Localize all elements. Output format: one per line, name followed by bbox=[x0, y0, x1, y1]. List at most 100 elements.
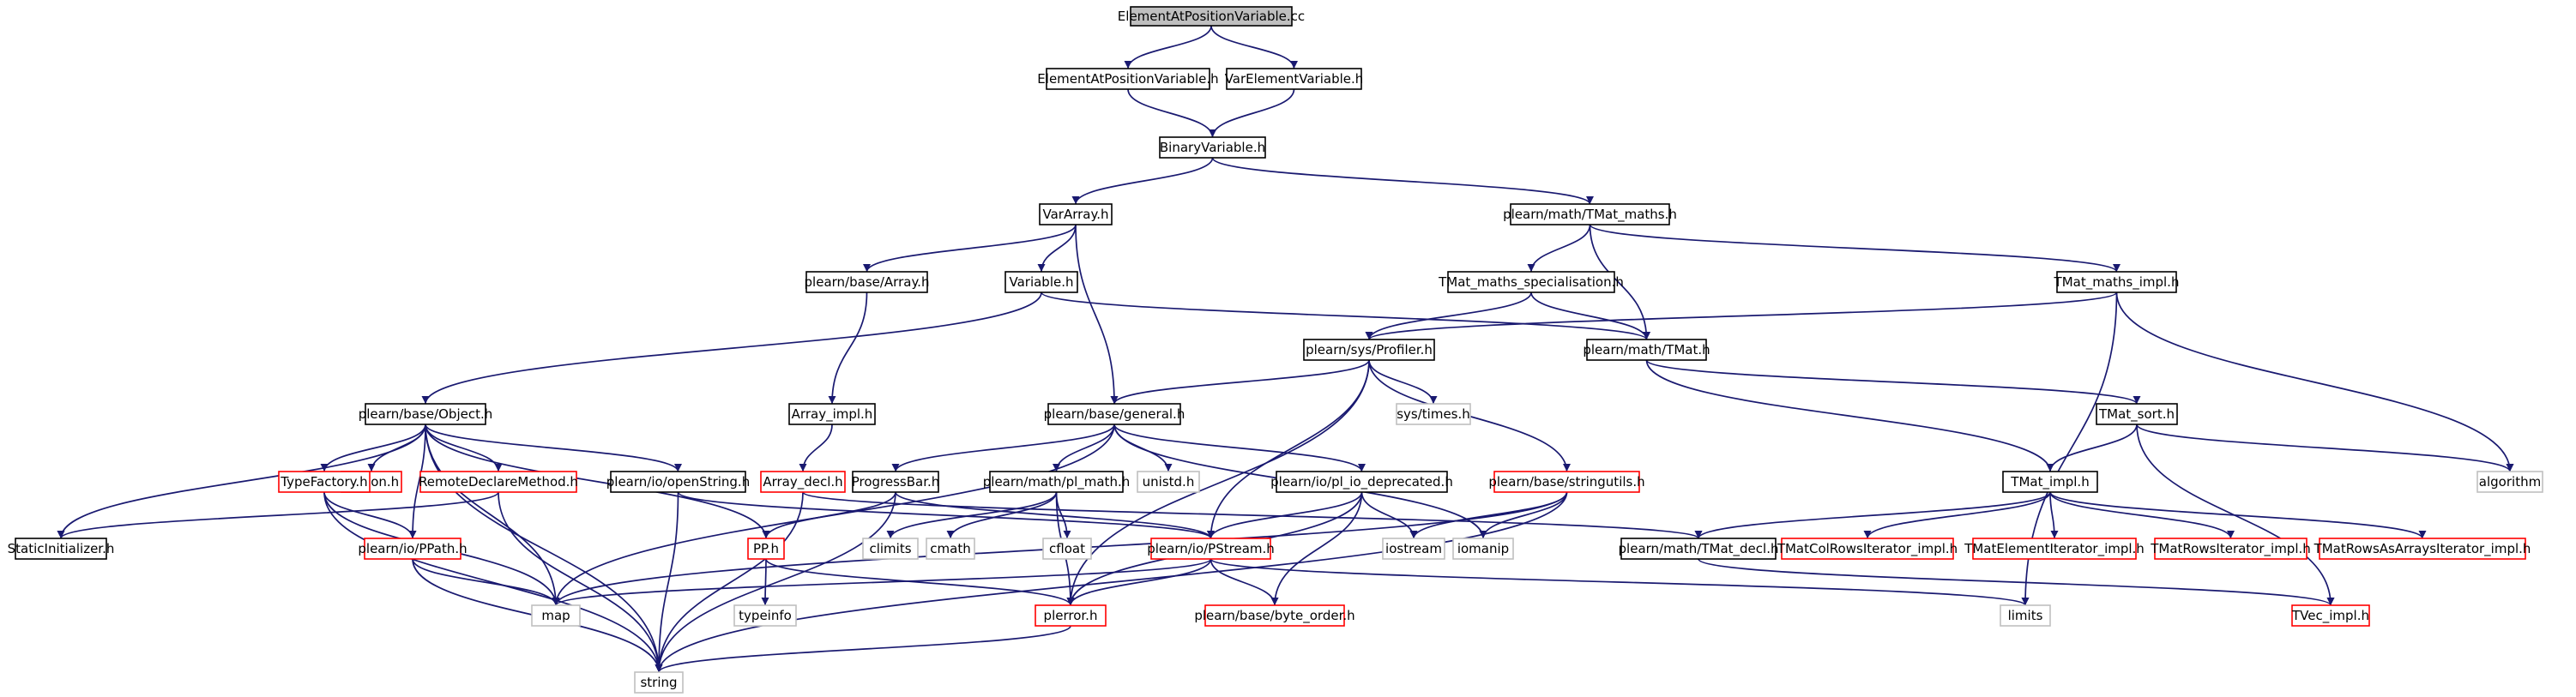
edge-ppath-to-map bbox=[412, 558, 560, 606]
edge-pl_io_dep-to-iostream bbox=[1360, 491, 1418, 539]
edge-progressbar-to-pstream bbox=[895, 491, 1215, 539]
node-elem_it[interactable]: TMatElementIterator_impl.h bbox=[1964, 538, 2145, 560]
node-label: plearn/math/TMat.h bbox=[1583, 342, 1710, 358]
edge-pl_io_dep-to-byte_order bbox=[1270, 491, 1363, 606]
node-rows_it[interactable]: TMatRowsIterator_impl.h bbox=[2150, 538, 2311, 560]
node-box bbox=[1620, 538, 1777, 560]
node-label: ElementAtPositionVariable.h bbox=[1037, 71, 1218, 87]
node-tmat_sort[interactable]: TMat_sort.h bbox=[2096, 403, 2178, 425]
node-label: plearn/math/TMat_decl.h bbox=[1619, 541, 1779, 557]
node-box bbox=[989, 471, 1124, 493]
node-ppath[interactable]: plearn/io/PPath.h bbox=[358, 538, 468, 560]
edge-tmat_maths_impl-to-profiler bbox=[1365, 291, 2118, 340]
node-pl_io_dep[interactable]: plearn/io/pl_io_deprecated.h bbox=[1270, 471, 1453, 493]
node-label: cmath bbox=[930, 541, 970, 556]
node-profiler[interactable]: plearn/sys/Profiler.h bbox=[1303, 339, 1435, 361]
node-tmat_impl[interactable]: TMat_impl.h bbox=[2002, 471, 2098, 493]
node-colrows_it[interactable]: TMatColRowsIterator_impl.h bbox=[1777, 538, 1958, 560]
node-stringutils[interactable]: plearn/base/stringutils.h bbox=[1488, 471, 1645, 493]
node-label: Array_decl.h bbox=[763, 474, 842, 490]
node-plerror[interactable]: plerror.h bbox=[1035, 604, 1107, 627]
node-algorithm[interactable]: algorithm bbox=[2476, 471, 2543, 493]
node-iomanip[interactable]: iomanip bbox=[1452, 538, 1514, 560]
edge-tmat_maths-to-tmat bbox=[1589, 224, 1650, 340]
node-cfloat[interactable]: cfloat bbox=[1042, 538, 1092, 560]
edge-rdm-to-string bbox=[498, 491, 663, 673]
node-string[interactable]: string bbox=[634, 671, 684, 694]
node-label: TMat_maths_impl.h bbox=[2054, 274, 2180, 291]
edge-tmat-to-tmat_impl bbox=[1645, 359, 2054, 472]
node-unistd[interactable]: unistd.h bbox=[1137, 471, 1200, 493]
node-vev_h[interactable]: VarElementVariable.h bbox=[1225, 68, 1364, 90]
node-array_impl[interactable]: Array_impl.h bbox=[788, 403, 876, 425]
node-box bbox=[1510, 203, 1670, 225]
node-typeinfo[interactable]: typeinfo bbox=[733, 604, 797, 627]
node-tmat[interactable]: plearn/math/TMat.h bbox=[1583, 339, 1710, 361]
node-binvar[interactable]: BinaryVariable.h bbox=[1159, 136, 1266, 159]
edge-root-to-eapv_h bbox=[1124, 25, 1212, 69]
node-sys_times[interactable]: sys/times.h bbox=[1396, 403, 1471, 425]
node-label: VarElementVariable.h bbox=[1225, 71, 1364, 87]
node-box bbox=[2002, 471, 2098, 493]
node-variable[interactable]: Variable.h bbox=[1004, 271, 1078, 293]
node-rdm[interactable]: RemoteDeclareMethod.h bbox=[419, 471, 578, 493]
node-label: plearn/sys/Profiler.h bbox=[1306, 342, 1433, 358]
node-vararray[interactable]: VarArray.h bbox=[1039, 203, 1113, 225]
node-label: plearn/base/general.h bbox=[1044, 406, 1185, 422]
node-label: iostream bbox=[1385, 541, 1442, 556]
edge-profiler-to-general bbox=[1110, 359, 1370, 405]
node-label: plearn/base/stringutils.h bbox=[1488, 474, 1644, 490]
node-label: plearn/io/PStream.h bbox=[1147, 541, 1275, 556]
edge-pstream-to-limits bbox=[1210, 558, 2030, 606]
node-pl_math[interactable]: plearn/math/pl_math.h bbox=[983, 471, 1130, 493]
node-openstring[interactable]: plearn/io/openString.h bbox=[606, 471, 750, 493]
node-rowsarr_it[interactable]: TMatRowsAsArraysIterator_impl.h bbox=[2314, 538, 2531, 560]
node-static_init[interactable]: StaticInitializer.h bbox=[8, 538, 115, 560]
node-root[interactable]: ElementAtPositionVariable.cc bbox=[1118, 6, 1305, 27]
node-label: climits bbox=[869, 541, 911, 556]
edge-typefactory-to-string bbox=[323, 491, 663, 673]
node-object[interactable]: plearn/base/Object.h bbox=[359, 403, 493, 425]
node-byte_order[interactable]: plearn/base/byte_order.h bbox=[1194, 604, 1355, 627]
node-cmath[interactable]: cmath bbox=[926, 538, 975, 560]
edge-pstream-to-map bbox=[552, 558, 1212, 606]
edge-vararray-to-variable bbox=[1037, 224, 1077, 273]
edge-eapv_h-to-binvar bbox=[1127, 88, 1216, 138]
node-limits[interactable]: limits bbox=[2000, 604, 2051, 627]
node-label: plearn/base/byte_order.h bbox=[1194, 608, 1354, 624]
edge-profiler-to-pstream bbox=[1207, 359, 1370, 539]
node-box bbox=[1493, 471, 1640, 493]
node-progressbar[interactable]: ProgressBar.h bbox=[852, 471, 940, 493]
node-general[interactable]: plearn/base/general.h bbox=[1044, 403, 1185, 425]
edge-tmat-to-tmat_sort bbox=[1645, 359, 2141, 405]
node-base_array[interactable]: plearn/base/Array.h bbox=[805, 271, 930, 293]
node-label: ElementAtPositionVariable.cc bbox=[1118, 9, 1305, 24]
edge-pp-to-plerror bbox=[765, 558, 1075, 606]
edge-tmat_maths-to-tmat_spec bbox=[1527, 224, 1591, 273]
node-pstream[interactable]: plearn/io/PStream.h bbox=[1147, 538, 1275, 560]
node-box bbox=[788, 403, 876, 425]
edge-general-to-pl_math bbox=[1053, 424, 1115, 472]
node-pp[interactable]: PP.h bbox=[747, 538, 785, 560]
node-label: limits bbox=[2008, 608, 2043, 623]
node-label: TMat_maths_specialisation.h bbox=[1438, 274, 1624, 291]
node-label: plearn/base/Array.h bbox=[805, 274, 930, 290]
node-typefactory[interactable]: TypeFactory.h bbox=[278, 471, 371, 493]
nodes-layer: ElementAtPositionVariable.ccElementAtPos… bbox=[8, 6, 2543, 694]
node-tmat_decl[interactable]: plearn/math/TMat_decl.h bbox=[1619, 538, 1779, 560]
edge-progressbar-to-pp bbox=[762, 491, 896, 539]
node-climits[interactable]: climits bbox=[862, 538, 919, 560]
node-box bbox=[852, 471, 939, 493]
node-label: string bbox=[640, 675, 677, 690]
node-label: unistd.h bbox=[1143, 474, 1195, 490]
node-tmat_spec[interactable]: TMat_maths_specialisation.h bbox=[1438, 271, 1624, 293]
node-tmat_maths[interactable]: plearn/math/TMat_maths.h bbox=[1503, 203, 1677, 225]
node-eapv_h[interactable]: ElementAtPositionVariable.h bbox=[1037, 68, 1219, 90]
edge-openstring-to-pstream bbox=[677, 491, 1215, 539]
node-tmat_maths_impl[interactable]: TMat_maths_impl.h bbox=[2054, 271, 2180, 293]
node-tvec_impl[interactable]: TVec_impl.h bbox=[2291, 604, 2370, 627]
node-array_decl[interactable]: Array_decl.h bbox=[760, 471, 846, 493]
node-map[interactable]: map bbox=[531, 604, 581, 627]
node-iostream[interactable]: iostream bbox=[1382, 538, 1445, 560]
edge-plerror-to-string bbox=[655, 625, 1071, 673]
